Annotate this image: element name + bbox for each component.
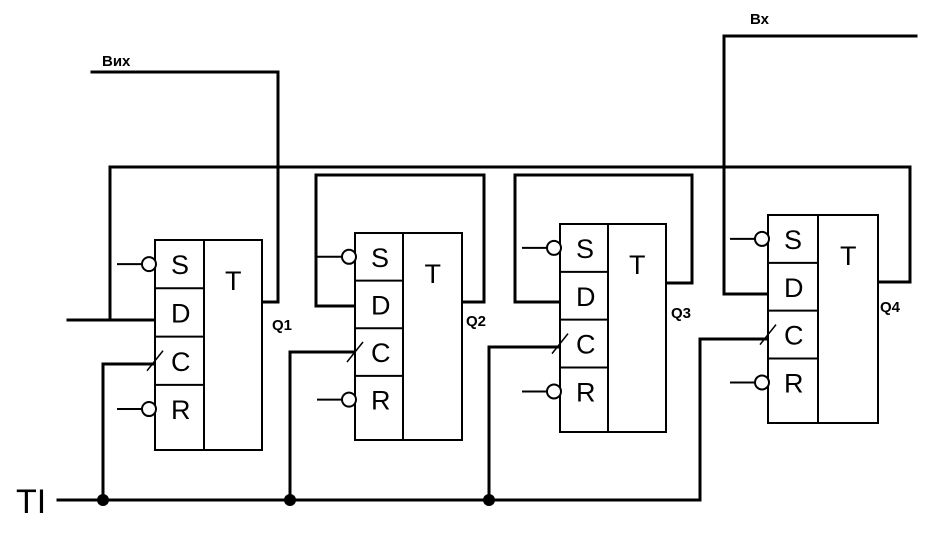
output-label-q2: Q2 [466, 313, 486, 330]
inversion-bubble-s [341, 248, 357, 265]
output-label: Вих [102, 53, 131, 70]
clock-edge-mark [759, 324, 777, 346]
pin-label-r: R [371, 386, 391, 416]
clock-edge-mark [551, 333, 569, 355]
pin-label-c: C [576, 330, 596, 360]
output-label-q1: Q1 [272, 317, 292, 334]
flipflop-type-label: T [840, 241, 857, 271]
inversion-bubble-r [546, 383, 562, 400]
feedback-wire [108, 165, 912, 322]
flipflop-type-label: T [425, 259, 442, 289]
inversion-bubble-s [546, 239, 562, 256]
output-label-q3: Q3 [671, 305, 691, 322]
wires [56, 34, 918, 502]
output-wire [90, 70, 280, 304]
inversion-bubble-s [141, 256, 157, 273]
q3-d3-loop-wire [513, 173, 694, 304]
q2-d2-loop-wire [314, 173, 486, 308]
inversion-bubble-r [754, 374, 770, 391]
clock-tap-1-wire [101, 362, 157, 502]
pin-label-d: D [784, 273, 804, 303]
pin-label-r: R [576, 377, 596, 407]
output-label-q4: Q4 [880, 299, 901, 316]
junction-dot [284, 494, 296, 506]
flipflop-type-label: T [225, 266, 242, 296]
pin-label-d: D [371, 290, 391, 320]
clock-tap-2-wire [288, 350, 357, 502]
clock-edge-mark [146, 350, 164, 372]
flipflop-body [154, 239, 263, 451]
junction-dot [483, 494, 495, 506]
pin-label-c: C [371, 338, 391, 368]
pin-label-s: S [576, 234, 594, 264]
pin-label-c: C [784, 321, 804, 351]
junction-dot [97, 494, 109, 506]
flipflop-body [354, 232, 463, 441]
clock-tap-3-wire [487, 345, 562, 502]
clock-tap-4-wire [698, 337, 770, 502]
pin-label-c: C [171, 347, 191, 377]
inversion-bubble-r [341, 391, 357, 408]
inversion-bubble-s [754, 230, 770, 247]
inversion-bubble-r [141, 401, 157, 418]
flipflop-type-label: T [629, 250, 646, 280]
pin-label-s: S [371, 243, 389, 273]
pin-label-s: S [784, 225, 802, 255]
pin-label-d: D [171, 298, 191, 328]
pin-label-d: D [576, 282, 596, 312]
flipflop-body [767, 214, 879, 424]
pin-label-r: R [171, 395, 191, 425]
clock-label: TI [16, 483, 46, 521]
pin-label-s: S [171, 250, 189, 280]
input-label: Вх [750, 11, 770, 28]
clock-edge-mark [346, 341, 364, 363]
input-wire [722, 34, 918, 296]
pin-label-r: R [784, 368, 804, 398]
flipflop-body [559, 223, 667, 433]
junctions [97, 494, 495, 506]
